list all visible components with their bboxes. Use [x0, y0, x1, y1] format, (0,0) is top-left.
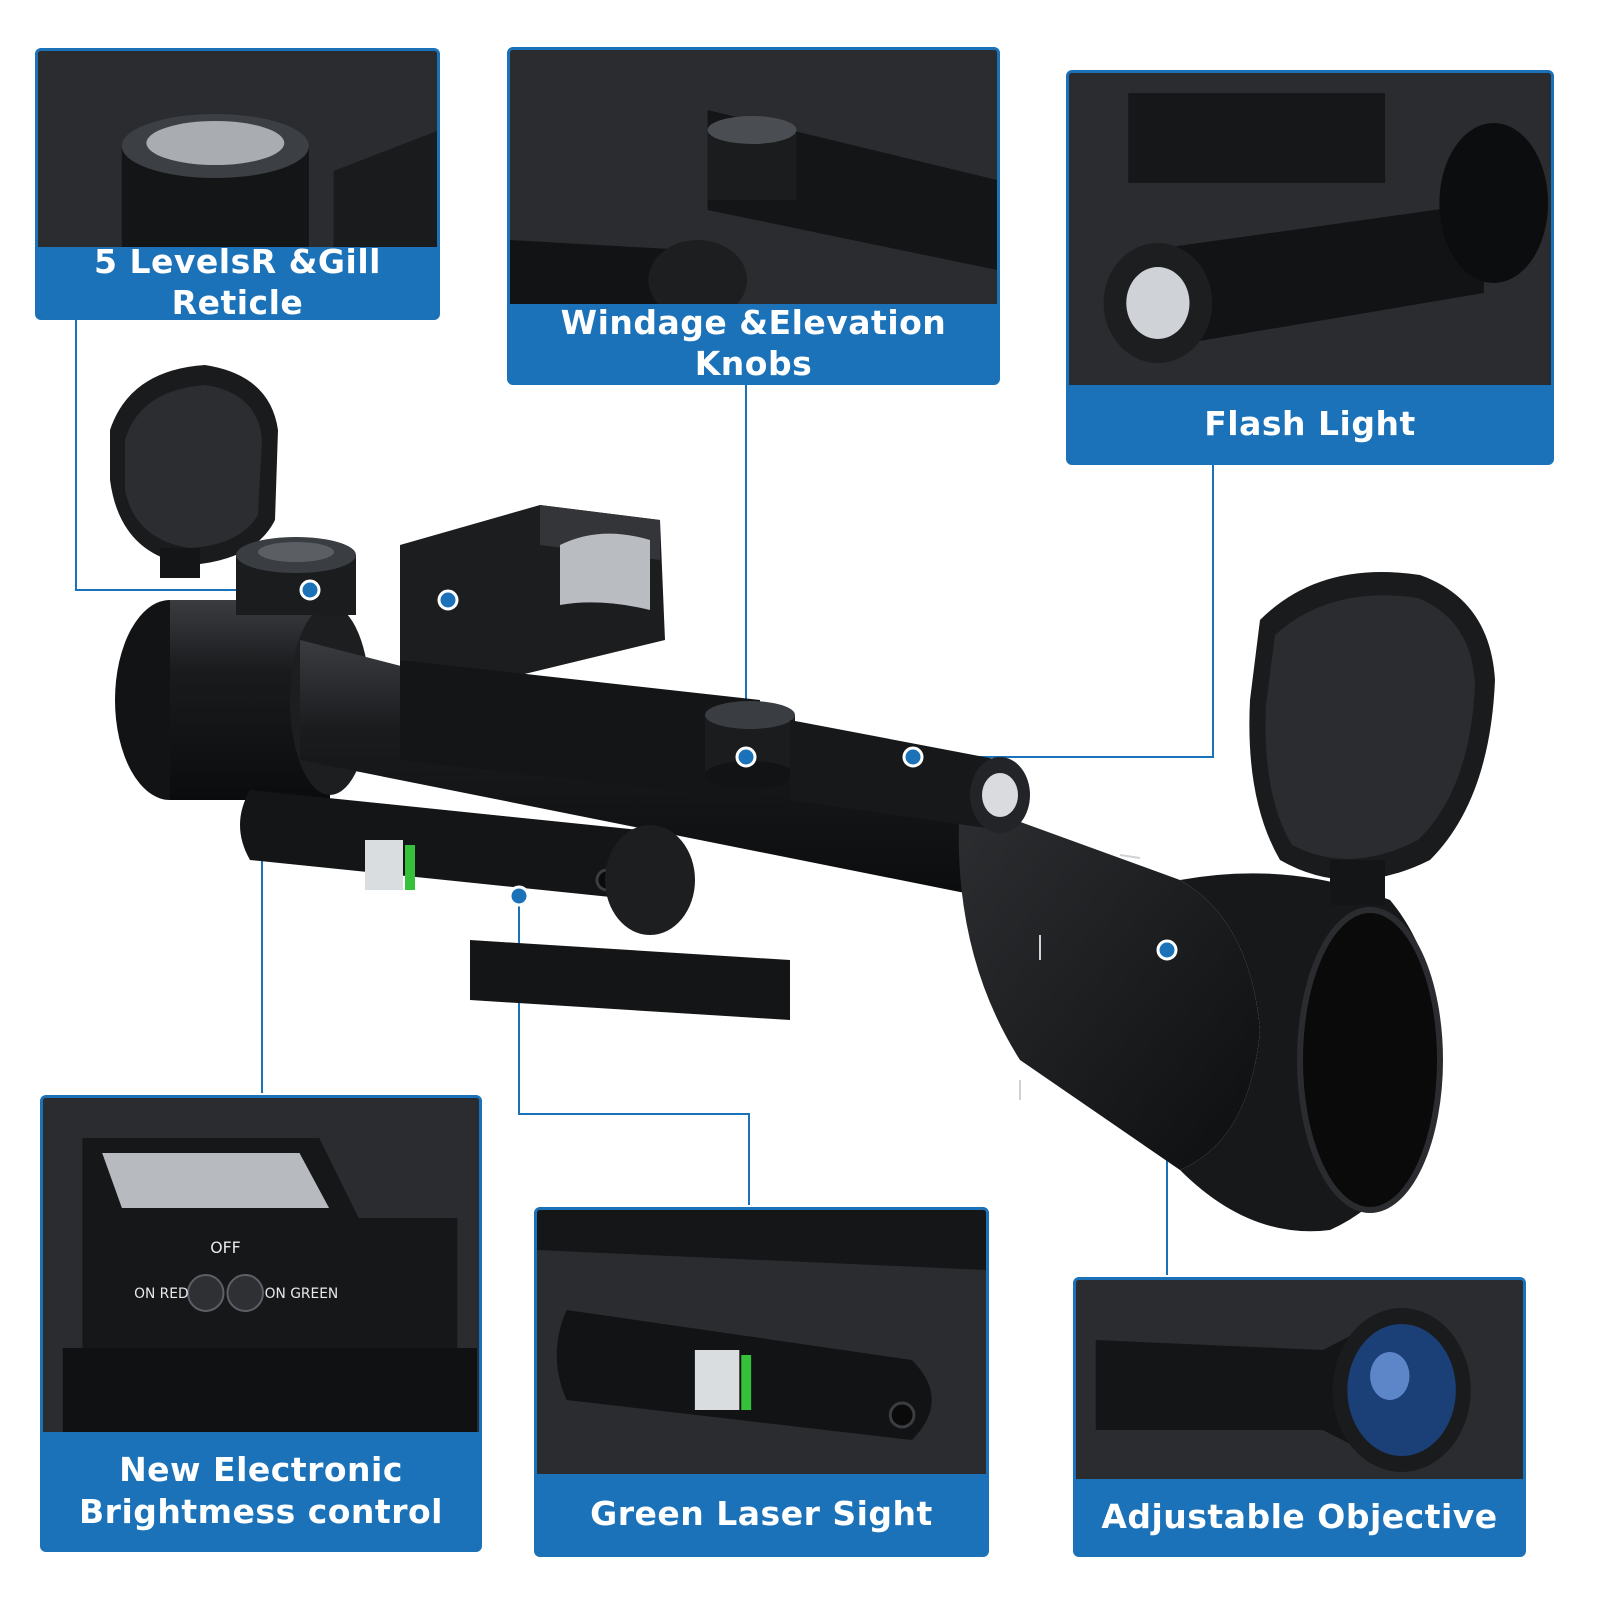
objective-scale-marks [1019, 854, 1141, 1100]
rear-lens-cap [110, 365, 278, 578]
callout-laser-panel: Green Laser Sight [534, 1207, 989, 1557]
svg-text:ON RED: ON RED [134, 1286, 188, 1302]
callout-reticle-label: 5 LevelsR &Gill Reticle [38, 242, 437, 317]
callout-dots [299, 579, 1178, 961]
callout-brightness-panel: OFF ON RED ON GREEN New Electronic Brigh… [40, 1095, 482, 1552]
callout-laser-label: Green Laser Sight [537, 1474, 986, 1554]
knobs-photo [510, 50, 997, 310]
svg-text:OFF: OFF [210, 1238, 241, 1257]
flashlight [790, 720, 1030, 833]
scope-eyepiece [115, 600, 370, 800]
callout-knobs-panel: Windage &Elevation Knobs [507, 47, 1000, 385]
callout-reticle-panel: 5 LevelsR &Gill Reticle [35, 48, 440, 320]
laser-photo [537, 1210, 986, 1480]
callout-brightness-label: New Electronic Brightmess control [43, 1432, 479, 1549]
brightness-label-line1: New Electronic [119, 1450, 403, 1490]
objective-bell [958, 800, 1443, 1232]
callout-flashlight-panel: Flash Light [1066, 70, 1554, 465]
red-dot-sight [400, 505, 665, 680]
elevation-knob [705, 701, 795, 789]
reticle-turret-photo [38, 51, 437, 253]
flashlight-photo [1069, 73, 1551, 391]
objective-photo [1076, 1280, 1523, 1485]
front-lens-cap [1249, 572, 1495, 905]
callout-objective-label: Adjustable Objective [1076, 1479, 1523, 1554]
callout-knobs-label: Windage &Elevation Knobs [510, 303, 997, 382]
red-dot-switch-photo: OFF ON RED ON GREEN [43, 1098, 479, 1438]
brightness-label-line2: Brightmess control [79, 1491, 443, 1531]
svg-text:ON GREEN: ON GREEN [265, 1286, 339, 1302]
callout-objective-panel: Adjustable Objective [1073, 1277, 1526, 1557]
rail-mount [400, 660, 790, 1020]
windage-turret [236, 537, 356, 615]
green-laser [240, 790, 695, 935]
callout-flashlight-label: Flash Light [1069, 385, 1551, 462]
